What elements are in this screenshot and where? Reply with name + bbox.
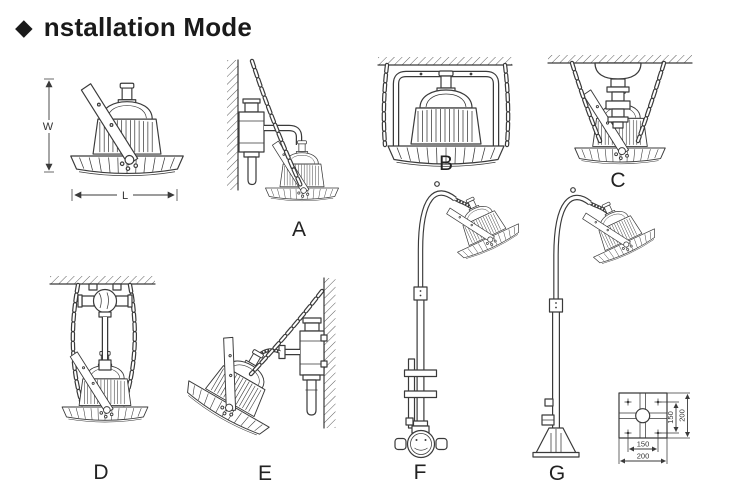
ceiling-junction-box <box>77 283 133 371</box>
figure-mode-d: D <box>49 276 156 484</box>
junction-box <box>299 317 328 416</box>
pole-clamp <box>403 358 438 429</box>
mode-e-label: E <box>258 462 272 485</box>
round-base <box>394 420 448 459</box>
mode-b-label: B <box>439 152 453 175</box>
width-label: W <box>43 121 54 133</box>
ceiling-hatching <box>548 55 692 63</box>
pole-coupling <box>413 286 428 301</box>
wall-hatching <box>324 278 336 428</box>
section-title: nstallation Mode <box>43 12 253 42</box>
figure-mode-b: B <box>377 57 513 175</box>
flared-base <box>532 427 580 458</box>
ceiling-hatching <box>50 276 155 284</box>
mode-g-label: G <box>549 462 565 485</box>
figure-base-plate-detail: 150 200 150 200 <box>618 392 690 464</box>
bolt-spacing-x-label: 150 <box>637 440 650 449</box>
figure-dimension-view: W L <box>41 78 184 202</box>
mode-f-label: F <box>414 461 427 484</box>
ceiling-stem <box>594 62 642 129</box>
figure-mode-f: F <box>394 181 524 484</box>
plate-width-label: 200 <box>637 452 650 461</box>
bolt-holes <box>624 398 662 437</box>
figure-mode-e: E <box>180 277 336 485</box>
ceiling-hatching <box>378 57 512 65</box>
figure-mode-a: A <box>227 58 339 241</box>
width-dimension: W <box>41 78 56 173</box>
center-hole <box>635 408 651 424</box>
wall-hatching <box>227 60 238 190</box>
diamond-bullet-icon: ◆ <box>15 14 33 40</box>
mode-c-label: C <box>610 169 625 192</box>
figure-mode-c: C <box>547 55 693 192</box>
plate-height-label: 200 <box>678 409 687 422</box>
length-label: L <box>122 190 128 202</box>
section-header: ◆ nstallation Mode <box>15 12 252 43</box>
length-dimension: L <box>71 189 178 202</box>
bolt-spacing-y-label: 150 <box>666 411 675 424</box>
mode-a-label: A <box>292 218 306 241</box>
vertical-dimensions: 150 200 <box>660 392 690 439</box>
junction-box <box>238 98 265 186</box>
pole-coupling <box>548 298 564 313</box>
horizontal-dimensions: 150 200 <box>618 435 668 464</box>
figure-mode-g: G <box>532 187 660 485</box>
pole-tap <box>544 398 554 407</box>
mode-d-label: D <box>93 461 108 484</box>
